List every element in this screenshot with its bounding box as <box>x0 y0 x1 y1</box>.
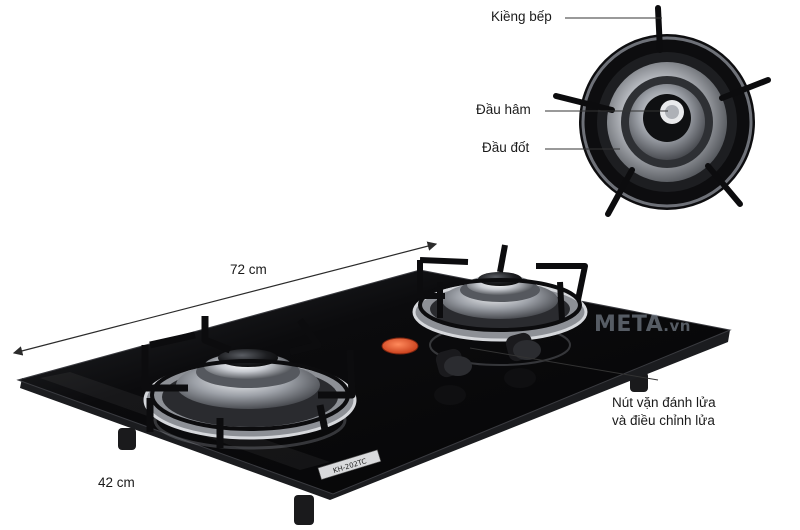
width-label: 72 cm <box>230 262 267 277</box>
grate-label: Kiềng bếp <box>491 9 552 24</box>
knob-label: Nút vặn đánh lửa và điều chỉnh lửa <box>612 394 762 430</box>
depth-label: 42 cm <box>98 475 135 490</box>
ignition-button[interactable] <box>381 337 419 355</box>
knob-leader-line <box>469 347 659 381</box>
burner-detail <box>553 5 771 217</box>
foot <box>118 428 136 450</box>
simmer-cap-label: Đầu hâm <box>476 102 531 117</box>
control-knob-left[interactable] <box>434 347 472 405</box>
left-burner <box>141 316 357 448</box>
width-dimension-arrow <box>12 241 438 356</box>
burner-head-label: Đầu đốt <box>482 140 530 155</box>
knob-label-line1: Nút vặn đánh lửa <box>612 395 716 410</box>
knob-label-line2: và điều chỉnh lửa <box>612 413 715 428</box>
foot <box>294 495 314 525</box>
detail-grate-arms <box>553 5 771 217</box>
right-burner <box>412 244 588 342</box>
left-grate <box>141 316 356 448</box>
control-knob-right[interactable] <box>504 331 541 388</box>
